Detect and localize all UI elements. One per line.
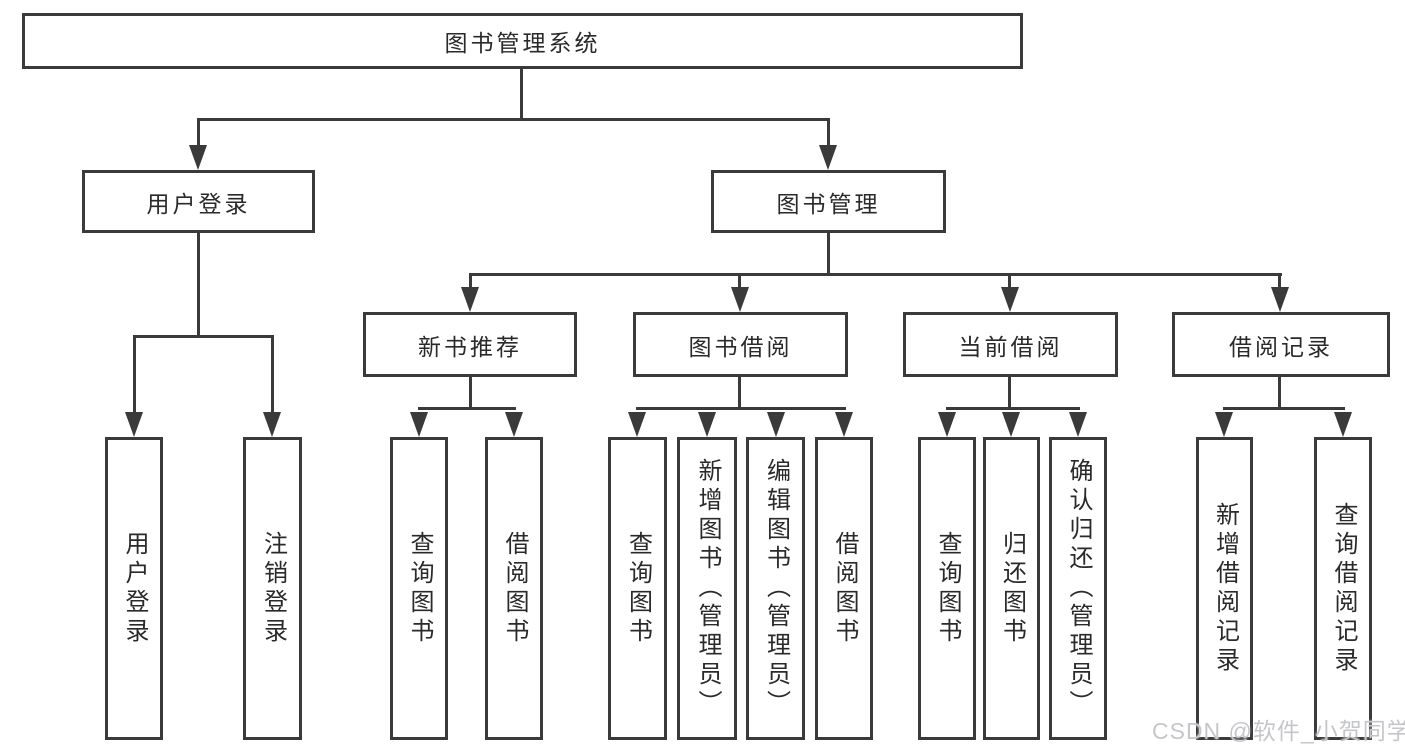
node-label: 用户登录 <box>121 530 148 647</box>
arrowhead-down-icon <box>819 145 837 170</box>
node-label: 图书借阅 <box>688 333 793 360</box>
leaf-query-borrow-record: 查询借阅记录 <box>1314 437 1372 740</box>
connector-line <box>827 233 830 273</box>
arrowhead-down-icon <box>125 412 143 437</box>
leaf-add-book-admin: 新增图书（管理员） <box>677 437 737 740</box>
node-label: 图书管理系统 <box>444 30 601 56</box>
connector-line <box>197 233 200 335</box>
node-label: 确认归还（管理员） <box>1065 458 1092 719</box>
node-label: 编辑图书（管理员） <box>762 458 790 719</box>
leaf-return-books: 归还图书 <box>983 437 1040 740</box>
connector-line <box>469 273 472 289</box>
node-label: 借阅图书 <box>501 530 528 647</box>
arrowhead-down-icon <box>461 287 479 312</box>
connector-line <box>1008 377 1011 407</box>
leaf-borrow-books-recommend: 借阅图书 <box>485 437 543 740</box>
node-label: 查询图书 <box>406 530 433 647</box>
node-label: 借阅记录 <box>1229 333 1333 360</box>
connector-line <box>197 118 830 121</box>
node-label: 查询图书 <box>934 530 961 647</box>
arrowhead-down-icon <box>505 412 523 437</box>
connector-line <box>1278 377 1281 407</box>
node-book-borrowing: 图书借阅 <box>633 312 848 377</box>
connector-line <box>946 407 1080 410</box>
leaf-confirm-return-admin: 确认归还（管理员） <box>1049 437 1107 740</box>
arrowhead-down-icon <box>189 145 207 170</box>
connector-line <box>738 377 741 407</box>
leaf-borrow-books-borrowing: 借阅图书 <box>815 437 873 740</box>
connector-line <box>827 118 830 148</box>
node-label: 用户登录 <box>146 190 251 217</box>
csdn-watermark: CSDN @软件_小贺同学 <box>1152 718 1405 744</box>
node-label: 借阅图书 <box>831 530 858 647</box>
node-label: 当前借阅 <box>958 333 1063 360</box>
node-library-management-system: 图书管理系统 <box>22 13 1023 69</box>
leaf-user-login: 用户登录 <box>105 437 163 740</box>
node-new-book-recommendation: 新书推荐 <box>363 312 577 377</box>
leaf-add-borrow-record: 新增借阅记录 <box>1196 437 1253 740</box>
connector-line <box>1008 273 1011 289</box>
arrowhead-down-icon <box>1271 287 1289 312</box>
connector-line <box>271 335 274 413</box>
arrowhead-down-icon <box>938 412 956 437</box>
connector-line <box>469 273 1282 276</box>
arrowhead-down-icon <box>731 287 749 312</box>
node-label: 归还图书 <box>998 530 1026 647</box>
node-current-borrowing: 当前借阅 <box>903 312 1118 377</box>
node-label: 新增图书（管理员） <box>694 458 721 719</box>
connector-line <box>520 69 523 119</box>
connector-line <box>738 273 741 289</box>
arrowhead-down-icon <box>1334 412 1352 437</box>
node-user-login: 用户登录 <box>82 170 315 233</box>
arrowhead-down-icon <box>1002 412 1020 437</box>
connector-line <box>469 377 472 407</box>
arrowhead-down-icon <box>263 412 281 437</box>
node-label: 查询图书 <box>624 530 652 647</box>
arrowhead-down-icon <box>1069 412 1087 437</box>
connector-line <box>197 118 200 148</box>
connector-line <box>133 335 136 413</box>
connector-line <box>636 407 846 410</box>
leaf-query-books-borrowing: 查询图书 <box>608 437 667 740</box>
connector-line <box>1278 273 1281 289</box>
node-label: 新增借阅记录 <box>1211 501 1239 676</box>
leaf-query-books-recommend: 查询图书 <box>390 437 448 740</box>
node-label: 注销登录 <box>259 530 287 647</box>
leaf-edit-book-admin: 编辑图书（管理员） <box>746 437 805 740</box>
leaf-query-books-current: 查询图书 <box>918 437 976 740</box>
leaf-logout: 注销登录 <box>243 437 302 740</box>
arrowhead-down-icon <box>767 412 785 437</box>
node-label: 图书管理 <box>776 190 881 217</box>
arrowhead-down-icon <box>628 412 646 437</box>
node-label: 查询借阅记录 <box>1330 501 1357 676</box>
arrowhead-down-icon <box>835 412 853 437</box>
connector-line <box>133 335 274 338</box>
arrowhead-down-icon <box>1215 412 1233 437</box>
node-book-management: 图书管理 <box>711 170 946 233</box>
node-label: 新书推荐 <box>418 333 522 360</box>
node-borrowing-records: 借阅记录 <box>1172 312 1390 377</box>
connector-line <box>418 407 516 410</box>
arrowhead-down-icon <box>698 412 716 437</box>
arrowhead-down-icon <box>410 412 428 437</box>
connector-line <box>1223 407 1345 410</box>
arrowhead-down-icon <box>1001 287 1019 312</box>
